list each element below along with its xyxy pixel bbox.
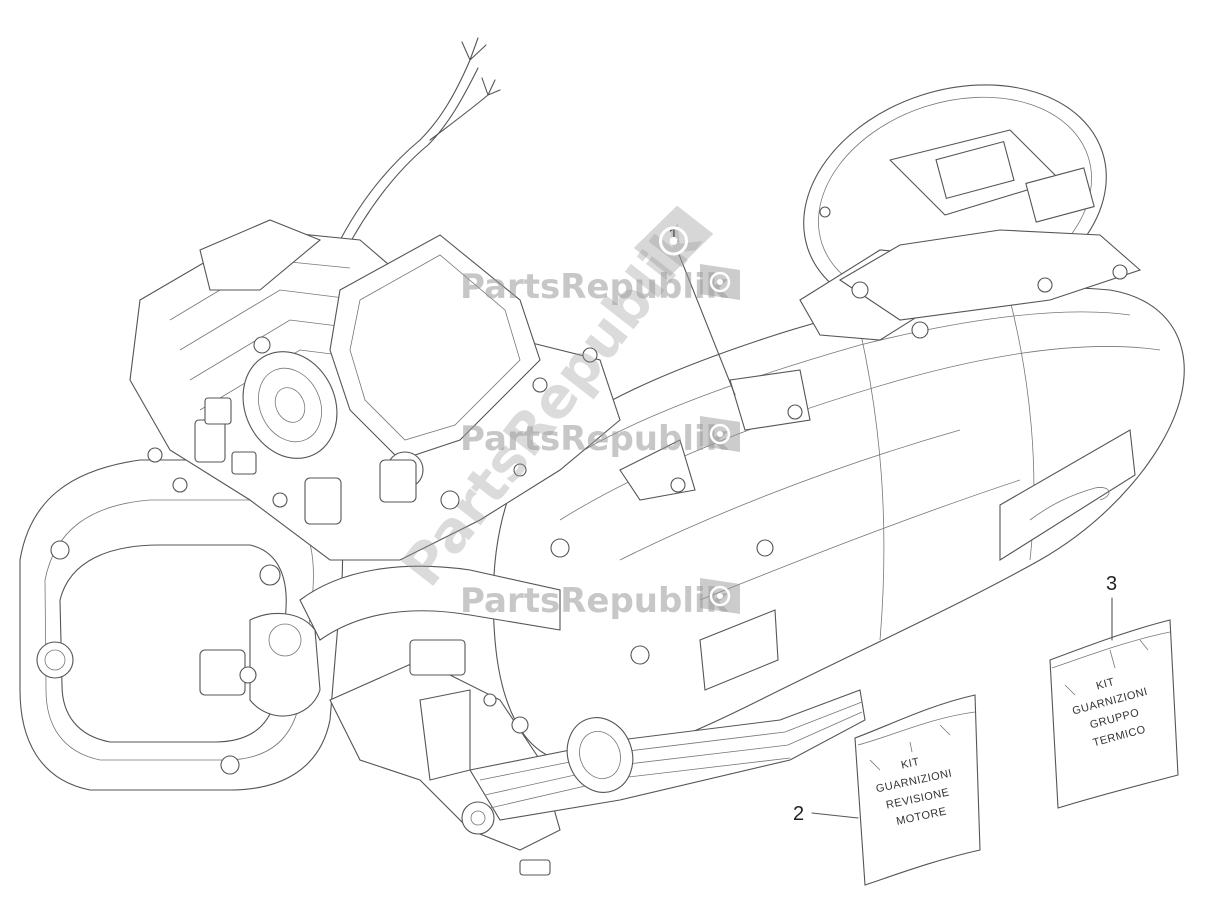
callout-3[interactable]: 3 bbox=[1106, 573, 1117, 641]
wiring-harness bbox=[334, 37, 501, 253]
callout-label-3: 3 bbox=[1106, 573, 1117, 595]
callout-label-1: 1 bbox=[668, 225, 679, 247]
callout-2[interactable]: 2 bbox=[793, 803, 859, 825]
sensors-fittings bbox=[147, 336, 598, 558]
gear-flag-icon bbox=[700, 264, 740, 300]
rear-brackets bbox=[619, 206, 1142, 501]
output-shaft bbox=[483, 693, 634, 793]
watermark-brand: PartsRepublik bbox=[460, 419, 730, 459]
gasket-kit-engine-overhaul[interactable]: KIT GUARNIZIONI REVISIONE MOTORE bbox=[854, 694, 981, 886]
watermark-top: PartsRepublik bbox=[460, 264, 740, 307]
watermark-brand: PartsRepublik bbox=[460, 267, 730, 307]
leader-line-2 bbox=[811, 812, 859, 819]
engine-assembly[interactable] bbox=[19, 37, 1185, 876]
callout-label-2: 2 bbox=[793, 803, 804, 825]
gear-flag-icon bbox=[700, 416, 740, 452]
watermark-middle: PartsRepublik bbox=[460, 416, 740, 459]
gear-flag-icon bbox=[633, 205, 714, 277]
intake-manifold bbox=[199, 565, 561, 717]
kit-cylinder-line-1: KIT bbox=[1095, 676, 1116, 692]
variator-pulley bbox=[242, 351, 338, 459]
gear-flag-icon bbox=[700, 578, 740, 614]
kit-engine-line-1: KIT bbox=[900, 756, 921, 772]
watermark-brand: PartsRepublik bbox=[460, 581, 730, 621]
gasket-kit-cylinder-group[interactable]: KIT GUARNIZIONI GRUPPO TERMICO bbox=[1049, 619, 1179, 809]
leader-line-1 bbox=[677, 251, 736, 396]
watermark-bottom: PartsRepublik bbox=[460, 578, 740, 621]
callout-1[interactable]: 1 bbox=[668, 225, 736, 396]
oil-sump bbox=[329, 639, 866, 876]
